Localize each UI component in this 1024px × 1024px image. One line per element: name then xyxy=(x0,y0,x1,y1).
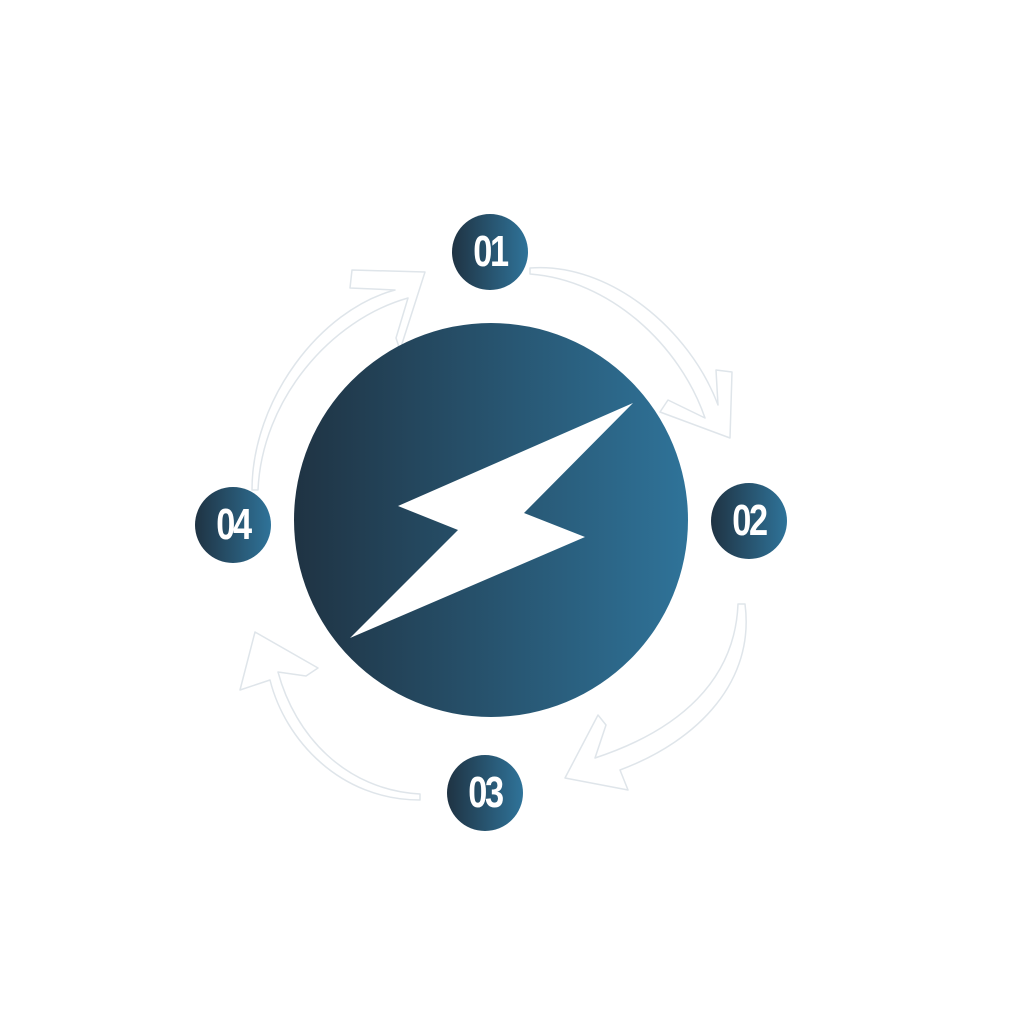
step-02-badge xyxy=(711,483,787,559)
lightning-bolt-icon xyxy=(350,403,633,638)
step-04-badge xyxy=(195,487,271,563)
arrow-01-to-02 xyxy=(529,266,733,439)
arrow-02-to-03 xyxy=(564,603,747,791)
arrow-03-to-04 xyxy=(239,631,421,801)
step-04-label: 04 xyxy=(216,500,252,549)
arrow-04-to-01 xyxy=(251,269,426,491)
step-01-badge xyxy=(452,214,528,290)
step-02-label: 02 xyxy=(732,496,768,545)
step-03-label: 03 xyxy=(468,768,504,817)
step-03-badge xyxy=(447,755,523,831)
step-01-label: 01 xyxy=(473,227,509,276)
